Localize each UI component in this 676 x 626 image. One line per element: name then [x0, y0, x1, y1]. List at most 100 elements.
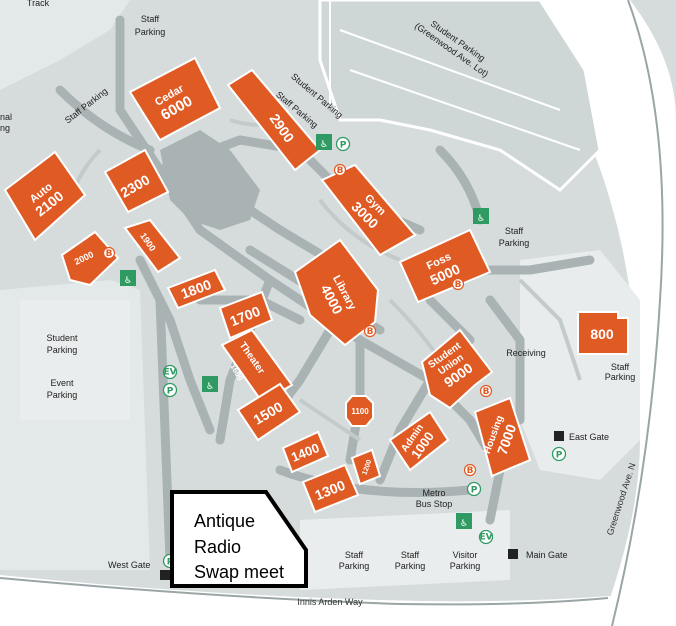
- east-gate-marker: [554, 431, 564, 441]
- building-admin: Admin 1000: [388, 410, 450, 472]
- label-staff-parking-top-1: Staff: [141, 14, 160, 24]
- svg-text:EV: EV: [163, 368, 176, 378]
- parking-icon: P: [466, 481, 482, 497]
- building-auto: Auto 2100: [3, 150, 87, 242]
- label-staff-parking-e-1: Staff: [505, 226, 524, 236]
- svg-text:♿: ♿: [320, 140, 328, 150]
- building-1200-shape: [350, 448, 382, 486]
- greenwood-road: [520, 0, 676, 626]
- building-1200: 1200: [350, 448, 382, 486]
- building-1900: 1900: [123, 218, 182, 274]
- swap-meet-line-3: Swap meet: [194, 562, 284, 582]
- label-staff-parking-e-2: Parking: [499, 238, 530, 248]
- building-1400-shape: [281, 430, 330, 474]
- label-staff-parking-s1-2: Parking: [339, 561, 370, 571]
- building-housing-shape: [473, 396, 532, 478]
- accessible-symbols: ♿ ♿ ♿ ♿ ♿: [120, 134, 489, 529]
- building-1100-number: 1100: [351, 407, 369, 416]
- accessible-icon: ♿: [456, 513, 472, 529]
- ev-symbols: EV EV: [162, 364, 494, 545]
- label-partial-left-2: ng: [0, 123, 10, 133]
- building-1800-shape: [166, 268, 227, 310]
- building-800-number: 800: [590, 326, 614, 342]
- label-staff-parking-s2-2: Parking: [395, 561, 426, 571]
- building-2300: 2300: [103, 148, 170, 214]
- building-foss-shape: [398, 228, 492, 304]
- building-1700-shape: [218, 290, 274, 340]
- swap-meet-line-2: Radio: [194, 537, 241, 557]
- bus-stop-icon: B: [463, 463, 477, 477]
- svg-text:B: B: [367, 327, 374, 337]
- building-2000-shape: [60, 230, 120, 287]
- svg-text:P: P: [340, 141, 347, 151]
- swap-meet-line-1: Antique: [194, 511, 255, 531]
- building-1100: 1100: [345, 395, 374, 427]
- svg-text:P: P: [167, 387, 174, 397]
- south-parking: [300, 510, 510, 590]
- label-student-parking-w-2: Parking: [47, 345, 78, 355]
- building-admin-shape: [388, 410, 450, 472]
- bus-stop-symbols: B B B B B B: [102, 163, 493, 477]
- svg-text:B: B: [106, 249, 113, 259]
- building-1300: 1300: [301, 463, 360, 514]
- label-innis-arden-way: Innis Arden Way: [297, 597, 363, 607]
- label-west-gate: West Gate: [108, 560, 150, 570]
- svg-text:♿: ♿: [124, 276, 132, 286]
- main-gate-marker: [508, 549, 518, 559]
- lot-grid: [329, 0, 581, 151]
- track-area: [0, 0, 130, 90]
- central-complex: [160, 130, 260, 230]
- greenwood-road-edge: [611, 0, 664, 626]
- building-2900: 2900: [226, 68, 322, 172]
- svg-text:♿: ♿: [477, 214, 485, 224]
- building-1100-shape: [345, 395, 374, 427]
- label-metro-bus-stop-1: Metro: [422, 488, 445, 498]
- svg-text:♿: ♿: [460, 519, 468, 529]
- svg-text:P: P: [556, 451, 563, 461]
- label-partial-left-1: nal: [0, 112, 12, 122]
- building-library: Library 4000: [293, 238, 380, 347]
- label-receiving: Receiving: [506, 348, 546, 358]
- building-1700: 1700: [218, 290, 274, 340]
- bus-stop-icon: B: [479, 384, 493, 398]
- building-library-shape: [293, 238, 380, 347]
- building-auto-shape: [3, 150, 87, 242]
- building-1500-shape: [236, 382, 302, 442]
- svg-text:B: B: [467, 466, 474, 476]
- label-visitor-parking-2: Parking: [450, 561, 481, 571]
- label-east-gate: East Gate: [569, 432, 609, 442]
- building-800-shape: [577, 311, 629, 355]
- bus-stop-icon: B: [333, 163, 347, 177]
- west-gate-marker: [160, 570, 170, 580]
- label-main-gate: Main Gate: [526, 550, 568, 560]
- student-parking-lot-west: [20, 300, 130, 420]
- building-2300-shape: [103, 148, 170, 214]
- building-cedar-shape: [128, 56, 222, 142]
- ev-charging-icon: EV: [478, 529, 494, 545]
- svg-text:♿: ♿: [206, 382, 214, 392]
- swap-meet-outline: [170, 490, 308, 588]
- label-metro-bus-stop-2: Bus Stop: [416, 499, 453, 509]
- building-800: 800: [577, 311, 629, 355]
- parking-icon: P: [335, 136, 351, 152]
- label-staff-parking-top-2: Parking: [135, 27, 166, 37]
- building-1300-shape: [301, 463, 360, 514]
- label-event-parking-2: Parking: [47, 390, 78, 400]
- building-1200-number: 1200: [361, 459, 373, 476]
- parking-icon: P: [551, 446, 567, 462]
- svg-text:B: B: [337, 166, 344, 176]
- label-track: Track: [27, 0, 50, 8]
- svg-text:EV: EV: [479, 533, 492, 543]
- building-2000: 2000: [60, 230, 120, 287]
- label-staff-parking-far-e-2: Parking: [605, 372, 636, 382]
- parking-icon: P: [162, 382, 178, 398]
- label-staff-parking-s1-1: Staff: [345, 550, 364, 560]
- label-student-parking-w-1: Student: [46, 333, 78, 343]
- ev-charging-icon: EV: [162, 364, 178, 380]
- building-1900-shape: [123, 218, 182, 274]
- building-theater-shape: [220, 328, 294, 404]
- building-1400: 1400: [281, 430, 330, 474]
- swap-meet-annotation: Antique Radio Swap meet: [170, 490, 308, 588]
